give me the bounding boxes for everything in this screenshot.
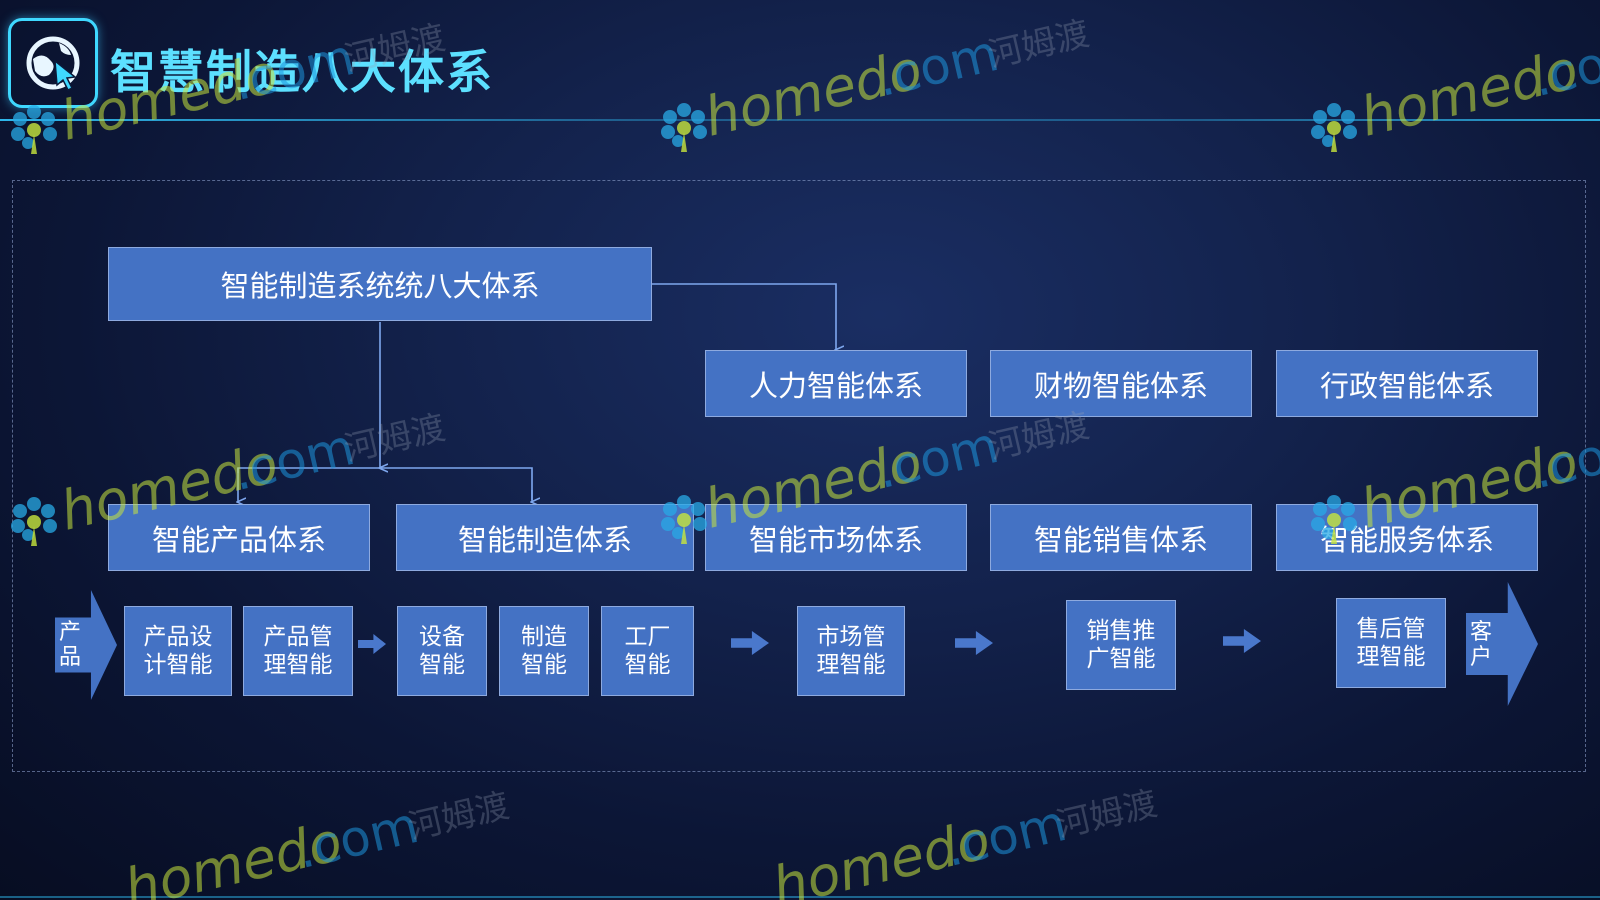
manufacturing-system-box: 智能制造体系	[396, 504, 694, 571]
admin-intelligence-box: 行政智能体系	[1276, 350, 1538, 417]
service-system-box: 智能服务体系	[1276, 504, 1538, 571]
flow-step-product-management: 产品管 理智能	[243, 606, 353, 696]
page-title: 智慧制造八大体系	[110, 45, 494, 99]
flow-step-equipment: 设备 智能	[397, 606, 487, 696]
root-box: 智能制造系统统八大体系	[108, 247, 652, 321]
diagram-frame	[12, 180, 1586, 772]
sales-system-box: 智能销售体系	[990, 504, 1252, 571]
market-system-box: 智能市场体系	[705, 504, 967, 571]
connector-root-to-upper	[652, 283, 836, 350]
finance-intelligence-box: 财物智能体系	[990, 350, 1252, 417]
end-label-text: 客 户	[1469, 620, 1492, 670]
flow-step-after-sales: 售后管 理智能	[1336, 598, 1446, 688]
flow-step-factory: 工厂 智能	[601, 606, 694, 696]
flow-step-sales-promotion: 销售推 广智能	[1066, 600, 1176, 690]
cursor-globe-icon	[26, 36, 80, 92]
product-system-box: 智能产品体系	[108, 504, 370, 571]
flow-step-product-design: 产品设 计智能	[124, 606, 232, 696]
start-label-text: 产 品	[58, 620, 81, 670]
flow-step-manufacturing: 制造 智能	[499, 606, 589, 696]
footer-divider	[0, 896, 1600, 898]
end-label: 客 户	[1468, 620, 1494, 670]
header-divider	[0, 119, 1600, 121]
start-label: 产 品	[57, 620, 83, 670]
hr-intelligence-box: 人力智能体系	[705, 350, 967, 417]
connector-split	[237, 467, 533, 500]
flow-step-market-management: 市场管 理智能	[797, 606, 905, 696]
